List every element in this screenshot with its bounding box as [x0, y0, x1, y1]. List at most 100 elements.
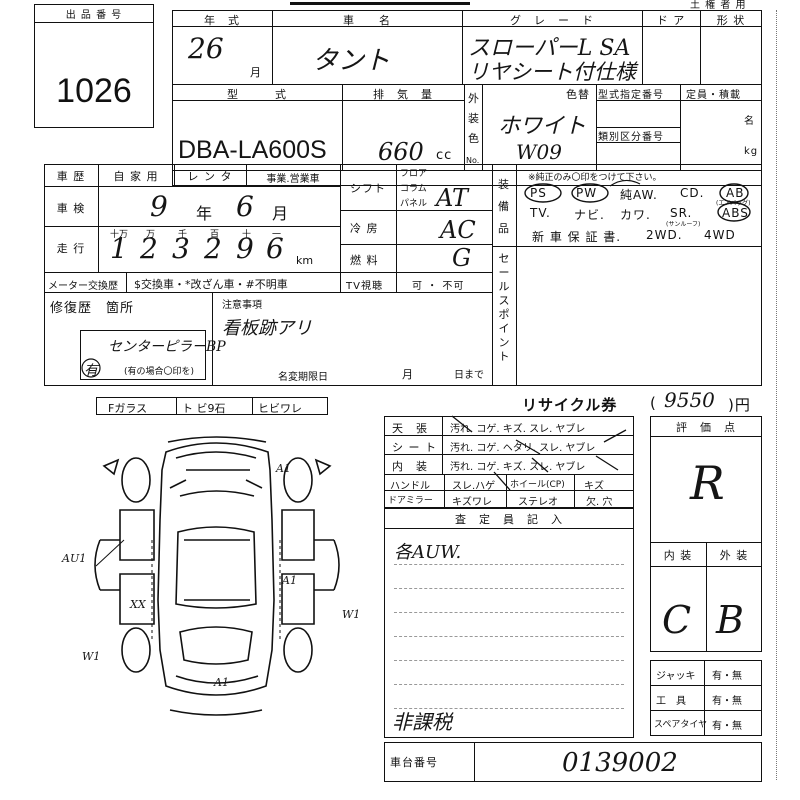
chassis-box	[384, 742, 762, 782]
equipment-note: ※純正のみ〇印をつけて下さい。	[528, 173, 662, 183]
history-commercial: 事業.営業車	[266, 174, 320, 185]
inspector-label: 査 定 員 記 入	[455, 513, 563, 526]
shift-label: シフト	[350, 182, 386, 195]
mileage-digit-1: 1	[110, 232, 128, 265]
recycle-label: リサイクル券	[522, 396, 618, 414]
chassis-label: 車台番号	[390, 756, 438, 769]
mark-xx: XX	[130, 598, 146, 611]
seat-label: シ ー ト	[392, 441, 437, 454]
stereo-text: 欠. 穴	[586, 497, 613, 508]
km-unit: km	[296, 254, 314, 267]
door-label: ド ア	[656, 14, 686, 27]
mirror-text: キズワレ	[452, 497, 492, 508]
shift-panel: パネル	[400, 199, 428, 209]
equipment-label-2: 備	[498, 200, 510, 213]
capacity-label: 定員・積載	[686, 90, 741, 101]
mark-a1-rear: A1	[214, 676, 229, 689]
exterior-score-value: B	[716, 598, 744, 642]
header-table	[172, 10, 762, 186]
tv-value: 可 ・ 不可	[412, 281, 465, 292]
score-value: R	[690, 456, 725, 510]
glass-chip: ト ビ9石	[182, 402, 226, 415]
year-label: 年 式	[204, 14, 240, 27]
mark-a1-front: A1	[276, 462, 291, 475]
fuel-value: G	[452, 244, 472, 272]
equip-sr: SR.	[670, 206, 693, 220]
grade-line1: スローパーL SA	[468, 36, 631, 61]
capacity-unit-kg: kg	[744, 146, 759, 157]
name-change-label: 名変期限日	[278, 372, 328, 383]
equip-sr-note: (サンルーフ)	[666, 221, 701, 228]
inspector-note-1: 各AUW.	[394, 542, 462, 563]
tools-value: 有・無	[712, 696, 742, 707]
handle-label: ハンドル	[390, 481, 430, 492]
year-value: 26	[188, 32, 224, 65]
mirror-label: ドアミラー	[388, 496, 433, 506]
lot-number-box	[34, 4, 154, 128]
equip-warranty: 新 車 保 証 書.	[532, 230, 622, 244]
type-number-label: 型式指定番号	[598, 90, 664, 101]
mileage-digit-3: 3	[172, 232, 190, 265]
repair-inner-box	[80, 330, 206, 380]
history-rental: レ ン タ	[187, 170, 233, 183]
equipment-label-1: 装	[498, 178, 510, 191]
tools-table	[650, 660, 762, 736]
tools-label: 工 具	[656, 696, 686, 707]
year-month-unit: 月	[250, 66, 262, 79]
digit-header-1: 一	[272, 230, 282, 240]
exterior-no: No.	[466, 156, 480, 165]
spare-value: 有・無	[712, 721, 742, 732]
glass-box	[96, 397, 328, 415]
interior-score-label: 内 装	[663, 549, 693, 562]
glass-front: Fガラス	[108, 402, 148, 415]
repair-value: センターピラーBP	[108, 339, 226, 355]
jack-value: 有・無	[712, 671, 742, 682]
score-label: 評 価 点	[676, 421, 736, 434]
equip-tv: TV.	[530, 206, 551, 220]
mileage-digit-2: 2	[140, 232, 158, 265]
grade-line2: リヤシート付仕様	[468, 60, 636, 84]
notes-label: 注意事項	[222, 300, 262, 311]
shift-column: コラム	[400, 184, 427, 194]
history-private: 自 家 用	[113, 170, 159, 183]
lot-number-label: 出 品 番 号	[65, 10, 123, 21]
equip-leather: カワ.	[620, 208, 651, 222]
mileage-digit-6: 6	[266, 232, 284, 265]
exterior-label-1: 外	[468, 92, 480, 105]
digit-header-100k: 十万	[110, 230, 129, 240]
equip-navi: ナビ.	[574, 208, 605, 222]
grade-label: グ レ ー ド	[510, 14, 594, 27]
ac-label: 冷 房	[350, 222, 379, 235]
mileage-label: 走 行	[56, 242, 86, 255]
history-label: 車 歴	[56, 170, 86, 183]
stereo-label: ステレオ	[518, 497, 558, 508]
glass-crack: ヒビワレ	[258, 402, 302, 415]
model-value: DBA-LA600S	[178, 136, 327, 164]
digit-header-100: 百	[210, 230, 220, 240]
inspection-month: 6	[236, 190, 254, 223]
interior-label: 内 装	[392, 460, 428, 473]
model-label: 型 式	[227, 88, 287, 101]
name-change-day: 日まで	[454, 370, 484, 381]
jack-label: ジャッキ	[656, 671, 696, 682]
capacity-unit-persons: 名	[744, 116, 755, 127]
digit-header-10k: 万	[146, 230, 156, 240]
color-change-label: 色替	[566, 88, 590, 101]
interior-score-value: C	[662, 598, 692, 642]
mark-au1: AU1	[62, 552, 87, 565]
exterior-score-label: 外 装	[719, 549, 749, 562]
cc-unit: cc	[436, 148, 453, 163]
mark-w1-right: W1	[342, 608, 361, 621]
inspection-year: 9	[150, 190, 168, 223]
class-number-label: 類別区分番号	[598, 132, 664, 143]
exterior-label-3: 色	[468, 132, 480, 145]
equip-4wd: 4WD	[704, 228, 736, 242]
lot-number: 1026	[56, 72, 132, 110]
recycle-value: 9550	[664, 388, 715, 412]
mileage-digit-4: 2	[204, 232, 222, 265]
mark-w1-left: W1	[82, 650, 101, 663]
repair-label: 修復歴 箇所	[50, 301, 135, 316]
color-code: W09	[516, 140, 563, 164]
repair-circle-note: (有の場合〇印を)	[124, 367, 195, 377]
equipment-label-3: 品	[498, 222, 510, 235]
